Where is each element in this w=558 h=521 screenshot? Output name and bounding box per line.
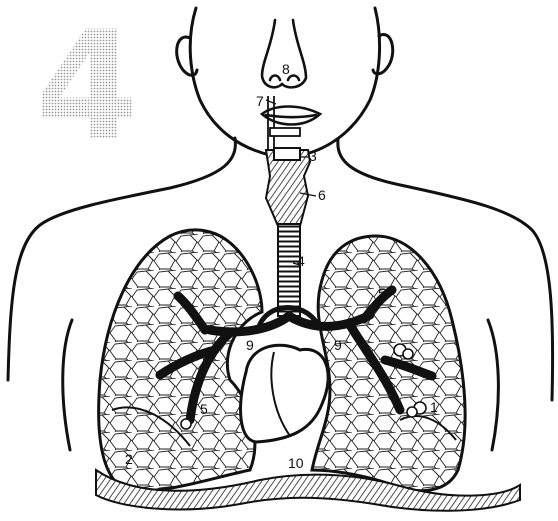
label-10: 10 xyxy=(288,455,304,471)
label-9-left: 9 xyxy=(246,337,254,353)
label-2: 2 xyxy=(125,451,133,467)
label-4: 4 xyxy=(297,253,305,269)
trachea xyxy=(278,224,300,316)
label-5-right: 5 xyxy=(378,285,386,301)
nostril-left xyxy=(270,76,280,81)
label-5-left: 5 xyxy=(200,401,208,417)
label-1: 1 xyxy=(430,399,438,415)
face xyxy=(262,20,320,125)
nose xyxy=(262,20,306,87)
label-7: 7 xyxy=(256,93,264,109)
larynx xyxy=(266,148,310,226)
label-8: 8 xyxy=(282,61,290,77)
label-9-right: 9 xyxy=(334,337,342,353)
figure-number: 4 xyxy=(35,0,139,174)
label-3: 3 xyxy=(309,148,317,164)
label-6: 6 xyxy=(318,187,326,203)
